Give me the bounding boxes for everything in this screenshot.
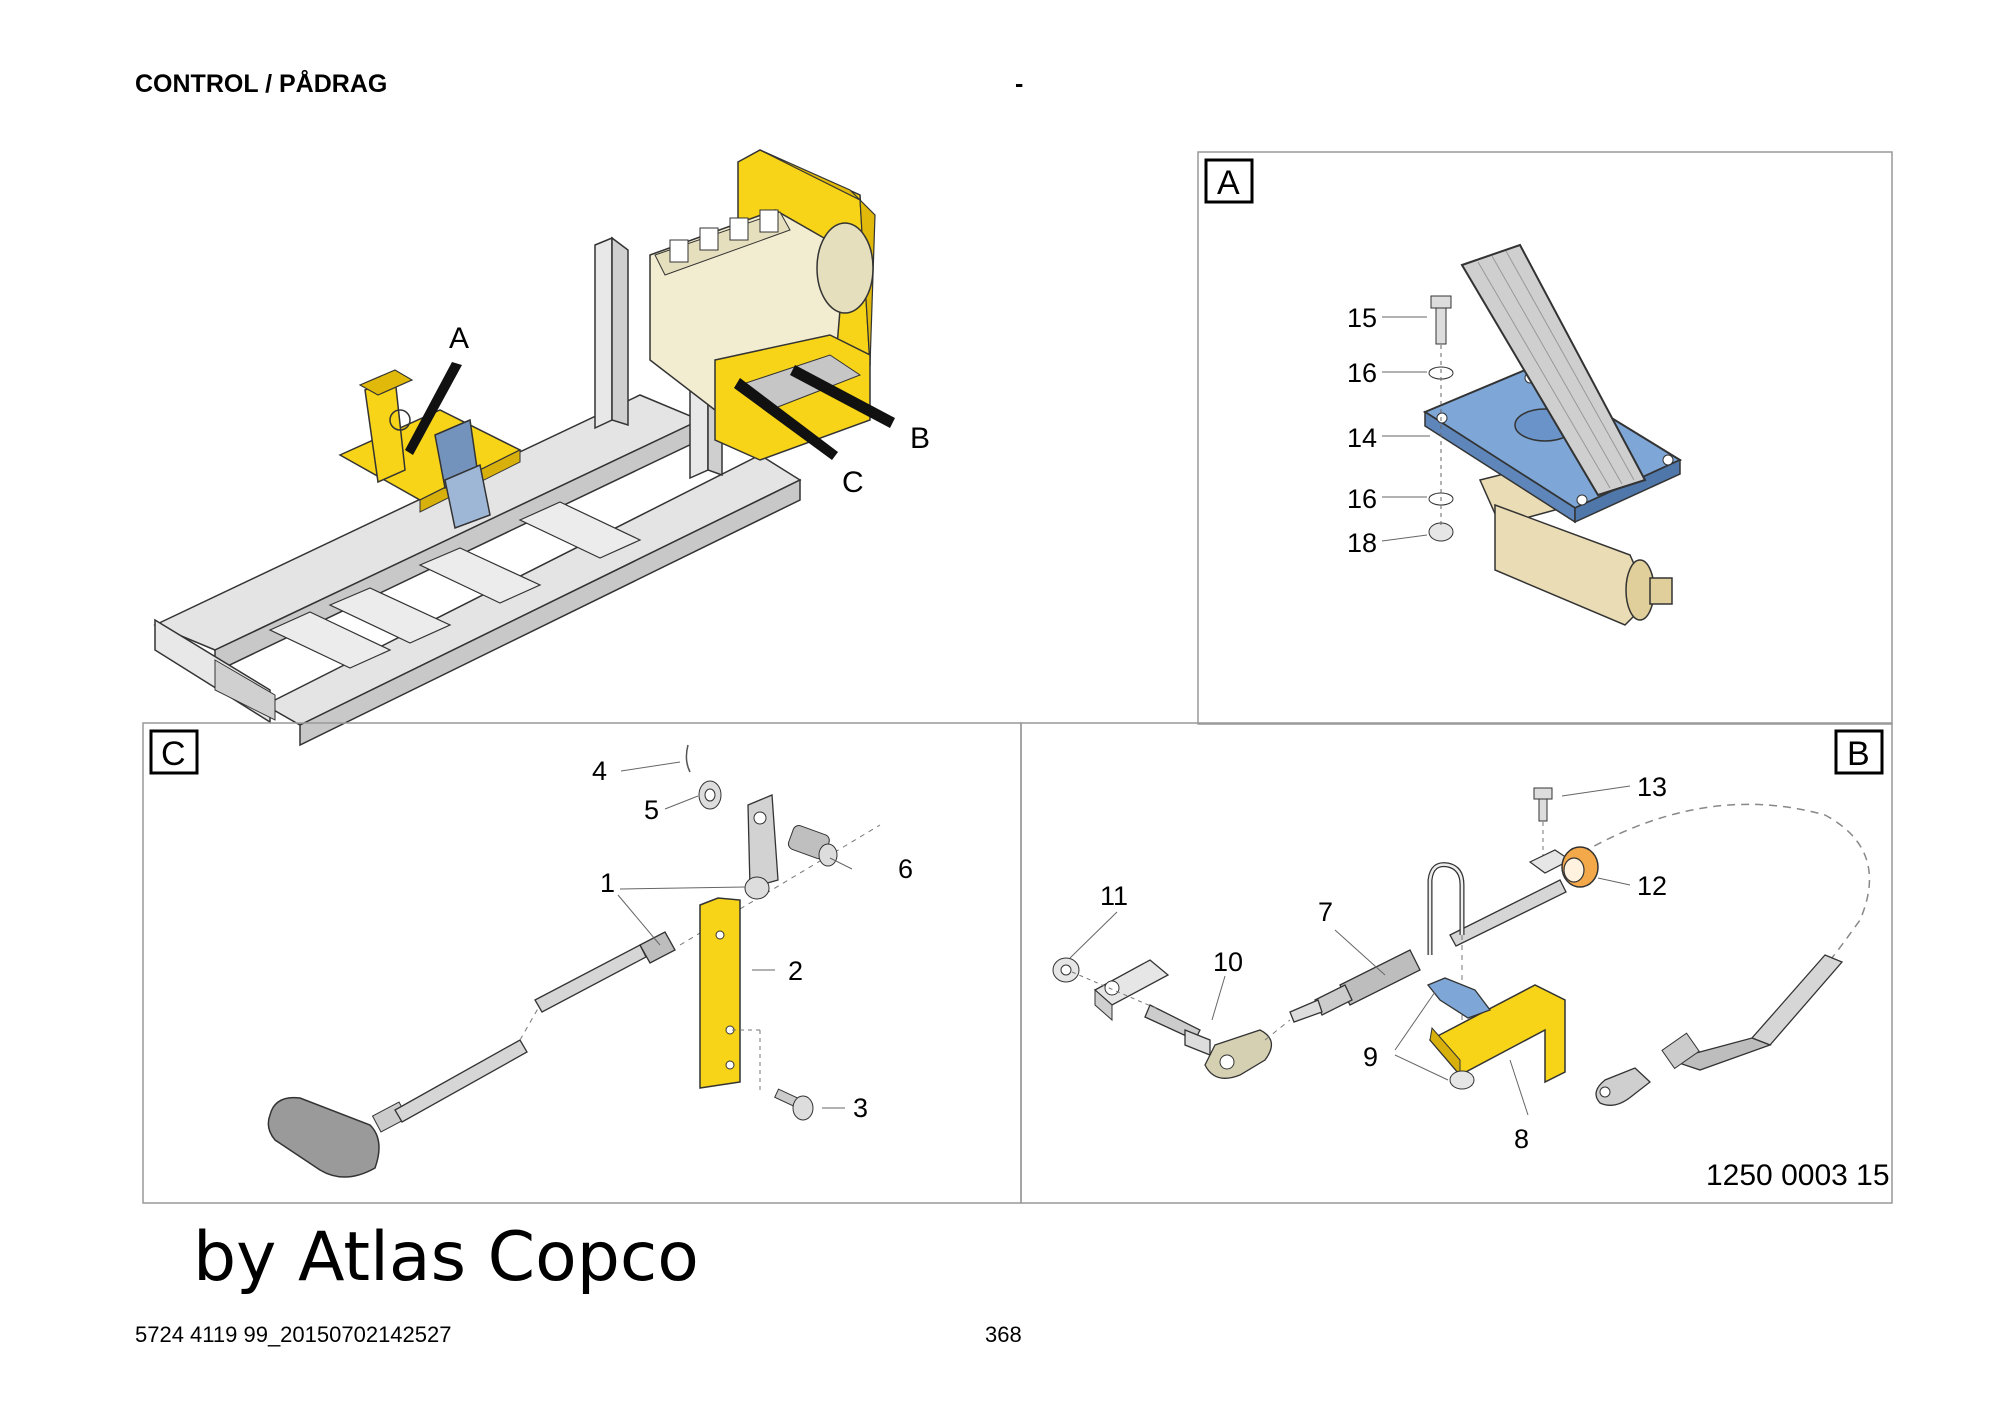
- label-2: 2: [788, 956, 803, 986]
- label-16-bottom: 16: [1347, 484, 1377, 514]
- panel-a-letter: A: [1217, 164, 1240, 202]
- panel-b-letter: B: [1847, 735, 1870, 773]
- header-dash: -: [1015, 70, 1024, 98]
- label-13: 13: [1637, 772, 1667, 802]
- panel-c-badge: [149, 729, 199, 775]
- panel-b-frame: [1020, 722, 1893, 1204]
- brand-watermark: by Atlas Copco: [193, 1218, 699, 1297]
- panel-b-badge: [1834, 729, 1884, 775]
- callout-c-label: C: [842, 466, 864, 499]
- page-number: 368: [985, 1322, 1022, 1347]
- label-16-top: 16: [1347, 358, 1377, 388]
- label-14: 14: [1347, 423, 1377, 453]
- label-6: 6: [898, 854, 913, 884]
- label-11: 11: [1100, 881, 1128, 911]
- machine-overview: [153, 149, 876, 747]
- label-18: 18: [1347, 528, 1377, 558]
- label-10: 10: [1213, 947, 1243, 977]
- panel-c-letter: C: [161, 735, 186, 773]
- label-7: 7: [1318, 897, 1333, 927]
- label-4: 4: [592, 756, 607, 786]
- page-title: CONTROL / PÅDRAG: [135, 70, 388, 98]
- panel-c: C 4 5 6: [149, 729, 913, 1178]
- overview-callouts: A B C: [405, 322, 930, 499]
- label-5: 5: [644, 795, 659, 825]
- document-id: 5724 4119 99_20150702142527: [135, 1322, 452, 1347]
- label-3: 3: [853, 1093, 868, 1123]
- callout-a-label: A: [449, 322, 469, 355]
- label-12: 12: [1637, 871, 1667, 901]
- label-9: 9: [1363, 1042, 1378, 1072]
- label-1: 1: [600, 868, 615, 898]
- panel-a-frame: [1197, 151, 1893, 725]
- panel-a-badge: [1204, 158, 1254, 204]
- drawing-number: 1250 0003 15: [1706, 1159, 1890, 1192]
- panel-b: B: [1052, 729, 1890, 1192]
- panel-a: A 15 16 14 16: [1204, 158, 1683, 626]
- label-15: 15: [1347, 303, 1377, 333]
- callout-b-label: B: [910, 422, 930, 455]
- label-8: 8: [1514, 1124, 1529, 1154]
